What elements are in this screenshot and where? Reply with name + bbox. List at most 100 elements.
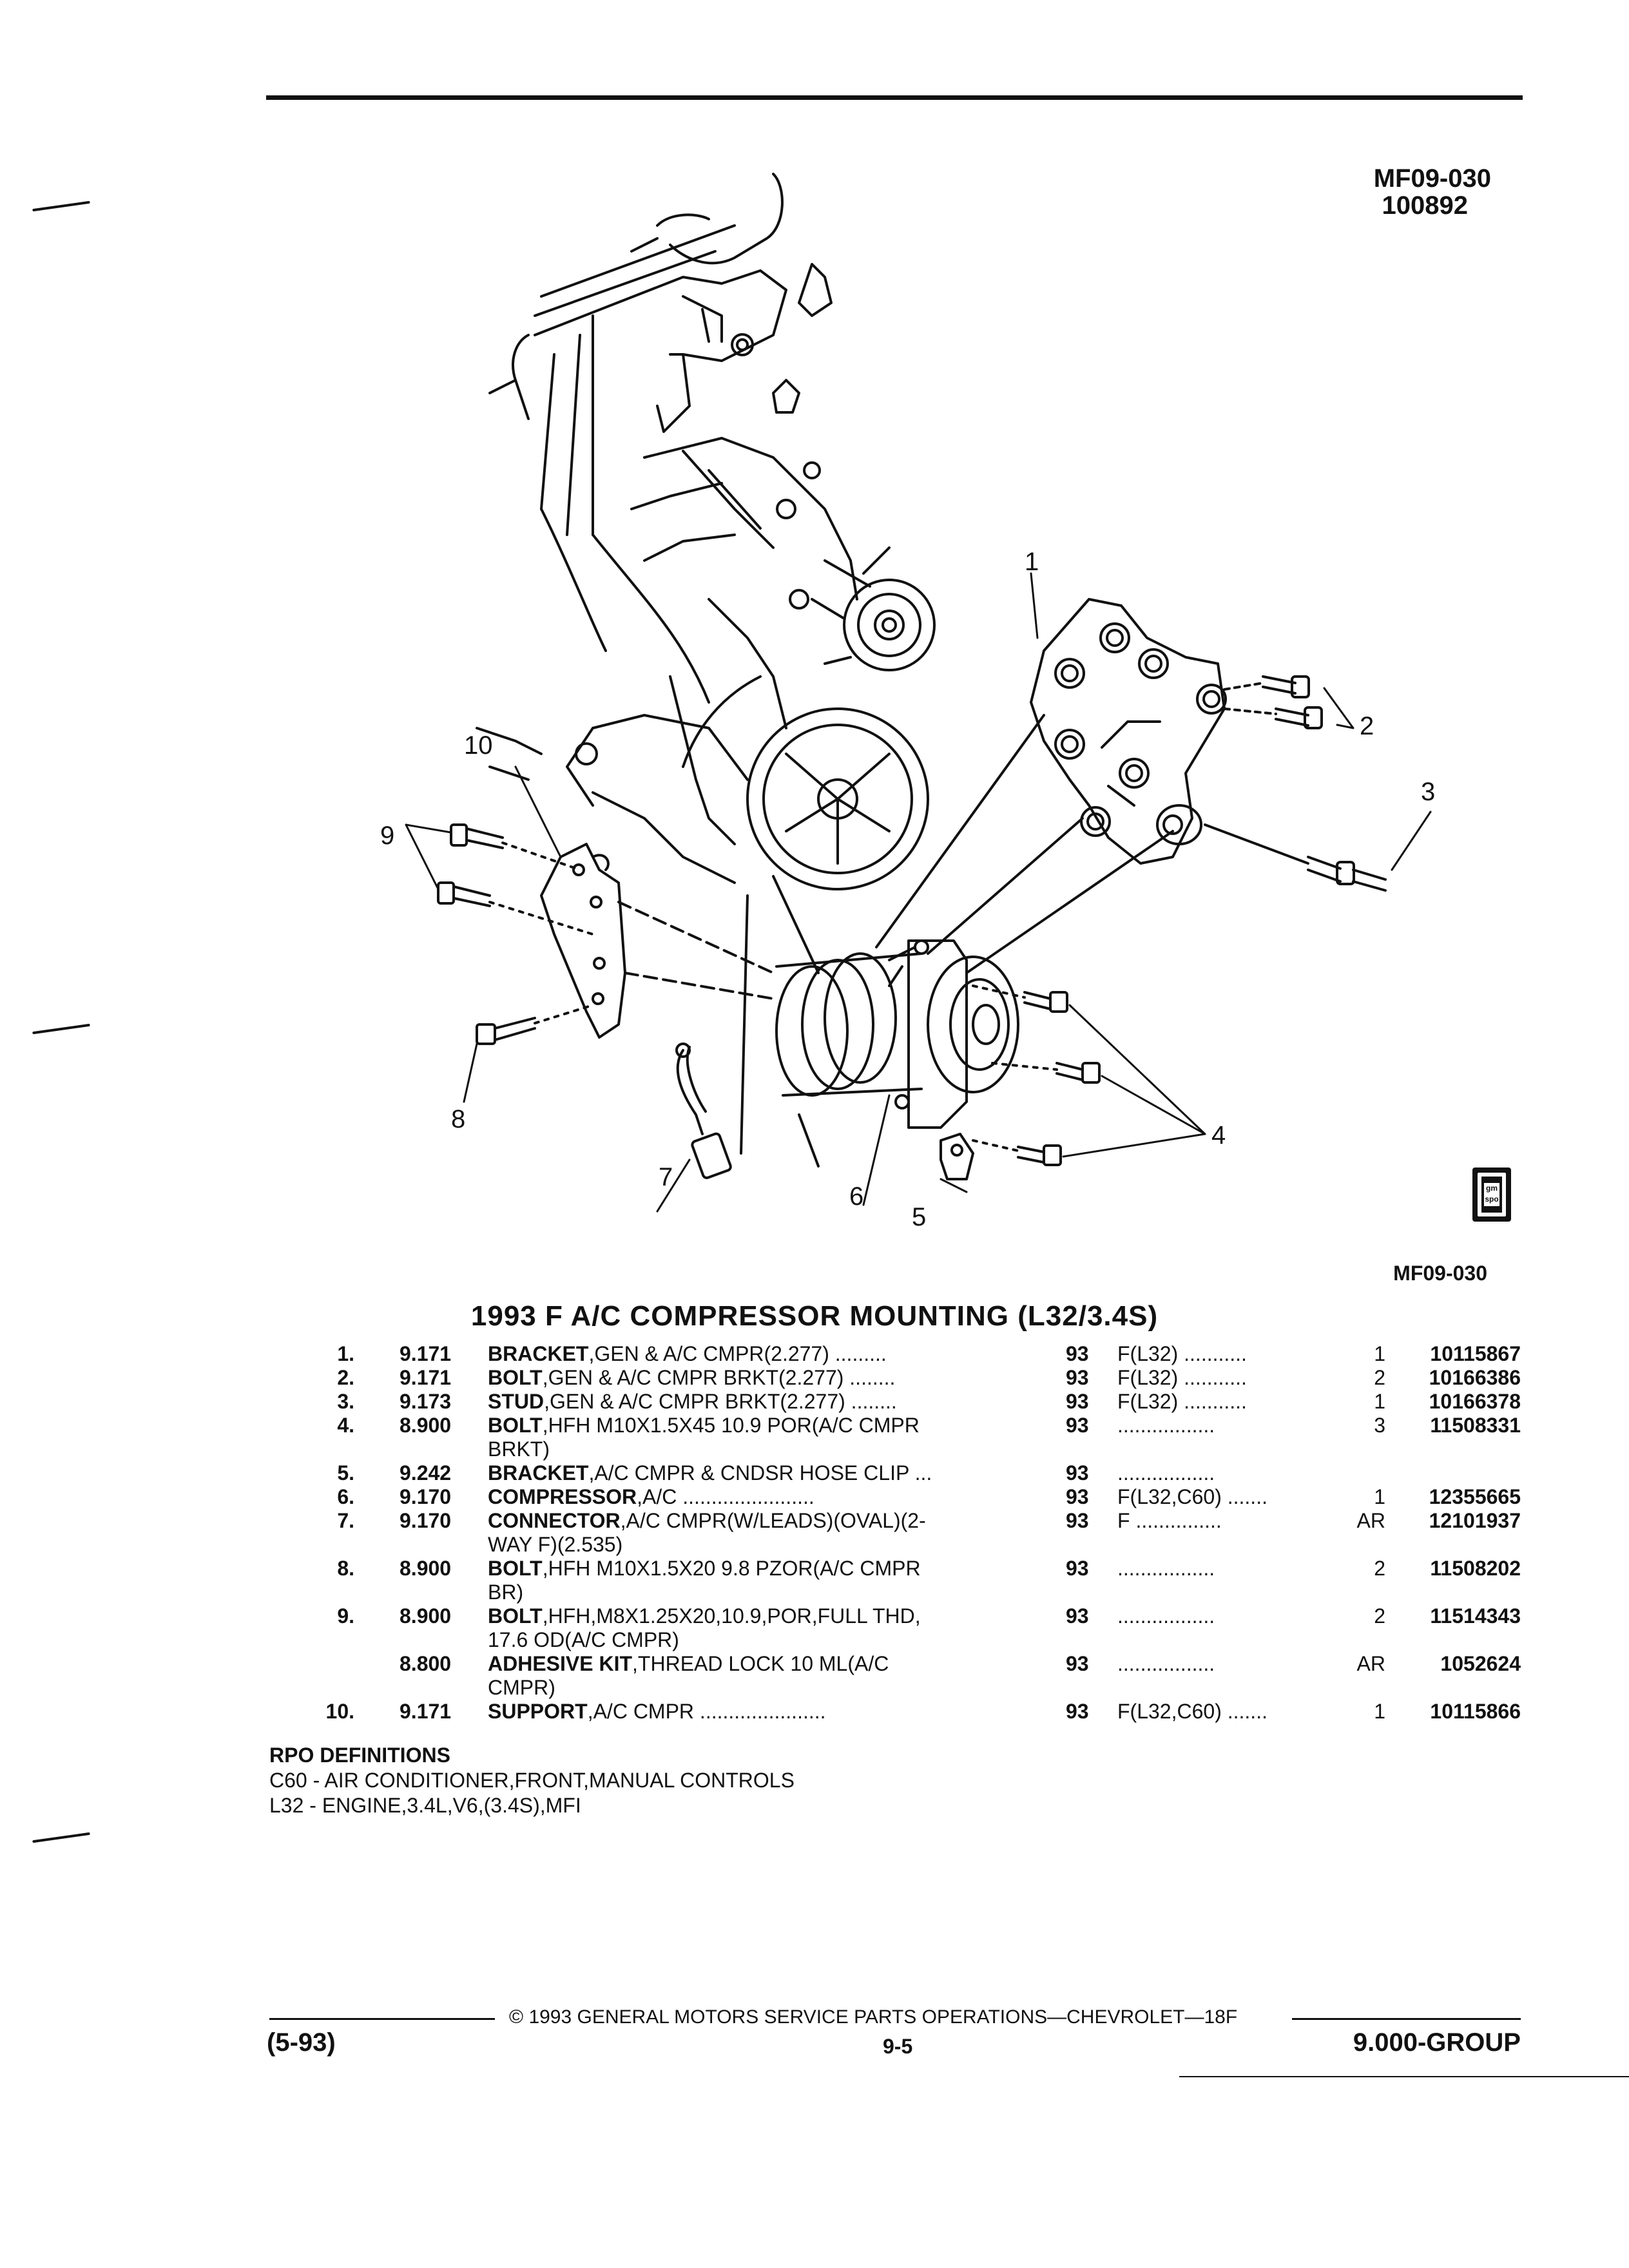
- part-number: 12101937: [1429, 1509, 1521, 1532]
- part-description: STUD,GEN & A/C CMPR BRKT(2.277) ........: [488, 1390, 897, 1414]
- rpo-line: C60 - AIR CONDITIONER,FRONT,MANUAL CONTR…: [269, 1769, 795, 1792]
- model-usage: F ...............: [1117, 1509, 1222, 1532]
- model-usage: F(L32) ...........: [1117, 1390, 1247, 1413]
- figure-code: MF09-030: [1373, 164, 1491, 193]
- part-detail: ,A/C CMPR & CNDSR HOSE CLIP ...: [588, 1461, 932, 1485]
- engine-block: [476, 173, 936, 890]
- part-detail: ,A/C CMPR(W/LEADS)(OVAL)(2-: [620, 1509, 926, 1532]
- item-number: 8.: [337, 1557, 354, 1580]
- model-year: 93: [1066, 1557, 1089, 1580]
- part-number: 10166378: [1429, 1390, 1521, 1413]
- part-description: BOLT,HFH M10X1.5X45 10.9 POR(A/C CMPR: [488, 1414, 920, 1437]
- callout-labels: 1 2 3 4 5 6 7 8 9 10: [380, 548, 1435, 1231]
- model-usage: F(L32,C60) .......: [1117, 1700, 1268, 1723]
- group-number: 9.173: [400, 1390, 452, 1413]
- connector-leads: [675, 1043, 732, 1180]
- model-year: 93: [1066, 1509, 1089, 1532]
- part-name: CONNECTOR: [488, 1509, 621, 1532]
- quantity: 2: [1374, 1557, 1385, 1580]
- part-name: COMPRESSOR: [488, 1485, 637, 1508]
- part-description: BRACKET,A/C CMPR & CNDSR HOSE CLIP ...: [488, 1461, 932, 1485]
- part-description: BRACKET,GEN & A/C CMPR(2.277) .........: [488, 1342, 887, 1366]
- bolts-4: [972, 985, 1101, 1166]
- date-code: 100892: [1382, 191, 1468, 220]
- footer-rule-right: [1292, 2018, 1521, 2020]
- part-description-continued: BRKT): [488, 1437, 550, 1461]
- quantity: 1: [1374, 1700, 1385, 1723]
- part-number: 11514343: [1430, 1604, 1521, 1628]
- part-detail: ,HFH,M8X1.25X20,10.9,POR,FULL THD,: [542, 1604, 921, 1628]
- model-year: 93: [1066, 1700, 1089, 1723]
- model-year: 93: [1066, 1342, 1089, 1365]
- alignment-lines: [617, 714, 1174, 1168]
- top-rule: [266, 95, 1523, 100]
- part-name: BRACKET: [488, 1342, 589, 1365]
- group-number: 8.900: [400, 1604, 452, 1628]
- margin-mark: [32, 1832, 90, 1843]
- part-name: BOLT: [488, 1414, 543, 1437]
- model-usage: .................: [1117, 1604, 1215, 1628]
- model-year: 93: [1066, 1390, 1089, 1413]
- part-description: COMPRESSOR,A/C .......................: [488, 1485, 815, 1509]
- model-usage: .................: [1117, 1461, 1215, 1485]
- model-usage: F(L32) ...........: [1117, 1342, 1247, 1365]
- callout-9: 9: [380, 822, 394, 850]
- bolts-9: [437, 823, 594, 936]
- part-description: CONNECTOR,A/C CMPR(W/LEADS)(OVAL)(2-: [488, 1509, 926, 1533]
- part-description: SUPPORT,A/C CMPR ......................: [488, 1700, 826, 1724]
- part-detail: ,HFH M10X1.5X20 9.8 PZOR(A/C CMPR: [542, 1557, 921, 1580]
- table-row: 7. 9.170 93 F ............... AR 12101937 CONN…: [0, 1509, 1629, 1535]
- group-number: 8.800: [400, 1652, 452, 1675]
- group-number: 9.170: [400, 1485, 452, 1508]
- callout-3: 3: [1421, 778, 1435, 806]
- quantity: 3: [1374, 1414, 1385, 1437]
- group-number: 9.242: [400, 1461, 452, 1485]
- part-description: BOLT,HFH M10X1.5X20 9.8 PZOR(A/C CMPR: [488, 1557, 921, 1581]
- margin-mark: [32, 1023, 90, 1035]
- model-usage: F(L32) ...........: [1117, 1366, 1247, 1389]
- model-usage: .................: [1117, 1652, 1215, 1675]
- quantity: AR: [1356, 1509, 1385, 1532]
- part-number: 1052624: [1440, 1652, 1521, 1675]
- part-detail: ,THREAD LOCK 10 ML(A/C: [632, 1652, 889, 1675]
- part-description: BOLT,HFH,M8X1.25X20,10.9,POR,FULL THD,: [488, 1604, 921, 1628]
- callout-1: 1: [1025, 548, 1039, 576]
- model-year: 93: [1066, 1366, 1089, 1389]
- group-number: 8.900: [400, 1557, 452, 1580]
- quantity: 1: [1374, 1485, 1385, 1508]
- rpo-heading: RPO DEFINITIONS: [269, 1744, 450, 1767]
- part-description: BOLT,GEN & A/C CMPR BRKT(2.277) ........: [488, 1366, 895, 1390]
- part-number: 10166386: [1429, 1366, 1521, 1389]
- item-number: 5.: [337, 1461, 354, 1485]
- bolt-8: [476, 1004, 594, 1045]
- quantity: AR: [1356, 1652, 1385, 1675]
- model-year: 93: [1066, 1604, 1089, 1628]
- callout-5: 5: [912, 1203, 926, 1231]
- model-year: 93: [1066, 1652, 1089, 1675]
- stud-3: [1204, 823, 1387, 892]
- item-number: 9.: [337, 1604, 354, 1628]
- item-number: 7.: [337, 1509, 354, 1532]
- callout-4: 4: [1211, 1121, 1226, 1149]
- hose-clip: [940, 1133, 974, 1180]
- copyright-line: © 1993 GENERAL MOTORS SERVICE PARTS OPER…: [509, 2006, 1238, 2028]
- part-name: BOLT: [488, 1604, 543, 1628]
- callout-6: 6: [849, 1182, 863, 1211]
- callout-10: 10: [464, 731, 493, 760]
- footer-rule-left: [269, 2018, 495, 2020]
- callout-8: 8: [451, 1105, 465, 1133]
- item-number: 1.: [337, 1342, 354, 1365]
- footer-bottom-rule: [1179, 2076, 1629, 2077]
- group-number: 9.170: [400, 1509, 452, 1532]
- item-number: 6.: [337, 1485, 354, 1508]
- part-detail: ,HFH M10X1.5X45 10.9 POR(A/C CMPR: [542, 1414, 920, 1437]
- part-number: 11508331: [1430, 1414, 1521, 1437]
- part-name: BRACKET: [488, 1461, 589, 1485]
- part-description-continued: WAY F)(2.535): [488, 1533, 623, 1556]
